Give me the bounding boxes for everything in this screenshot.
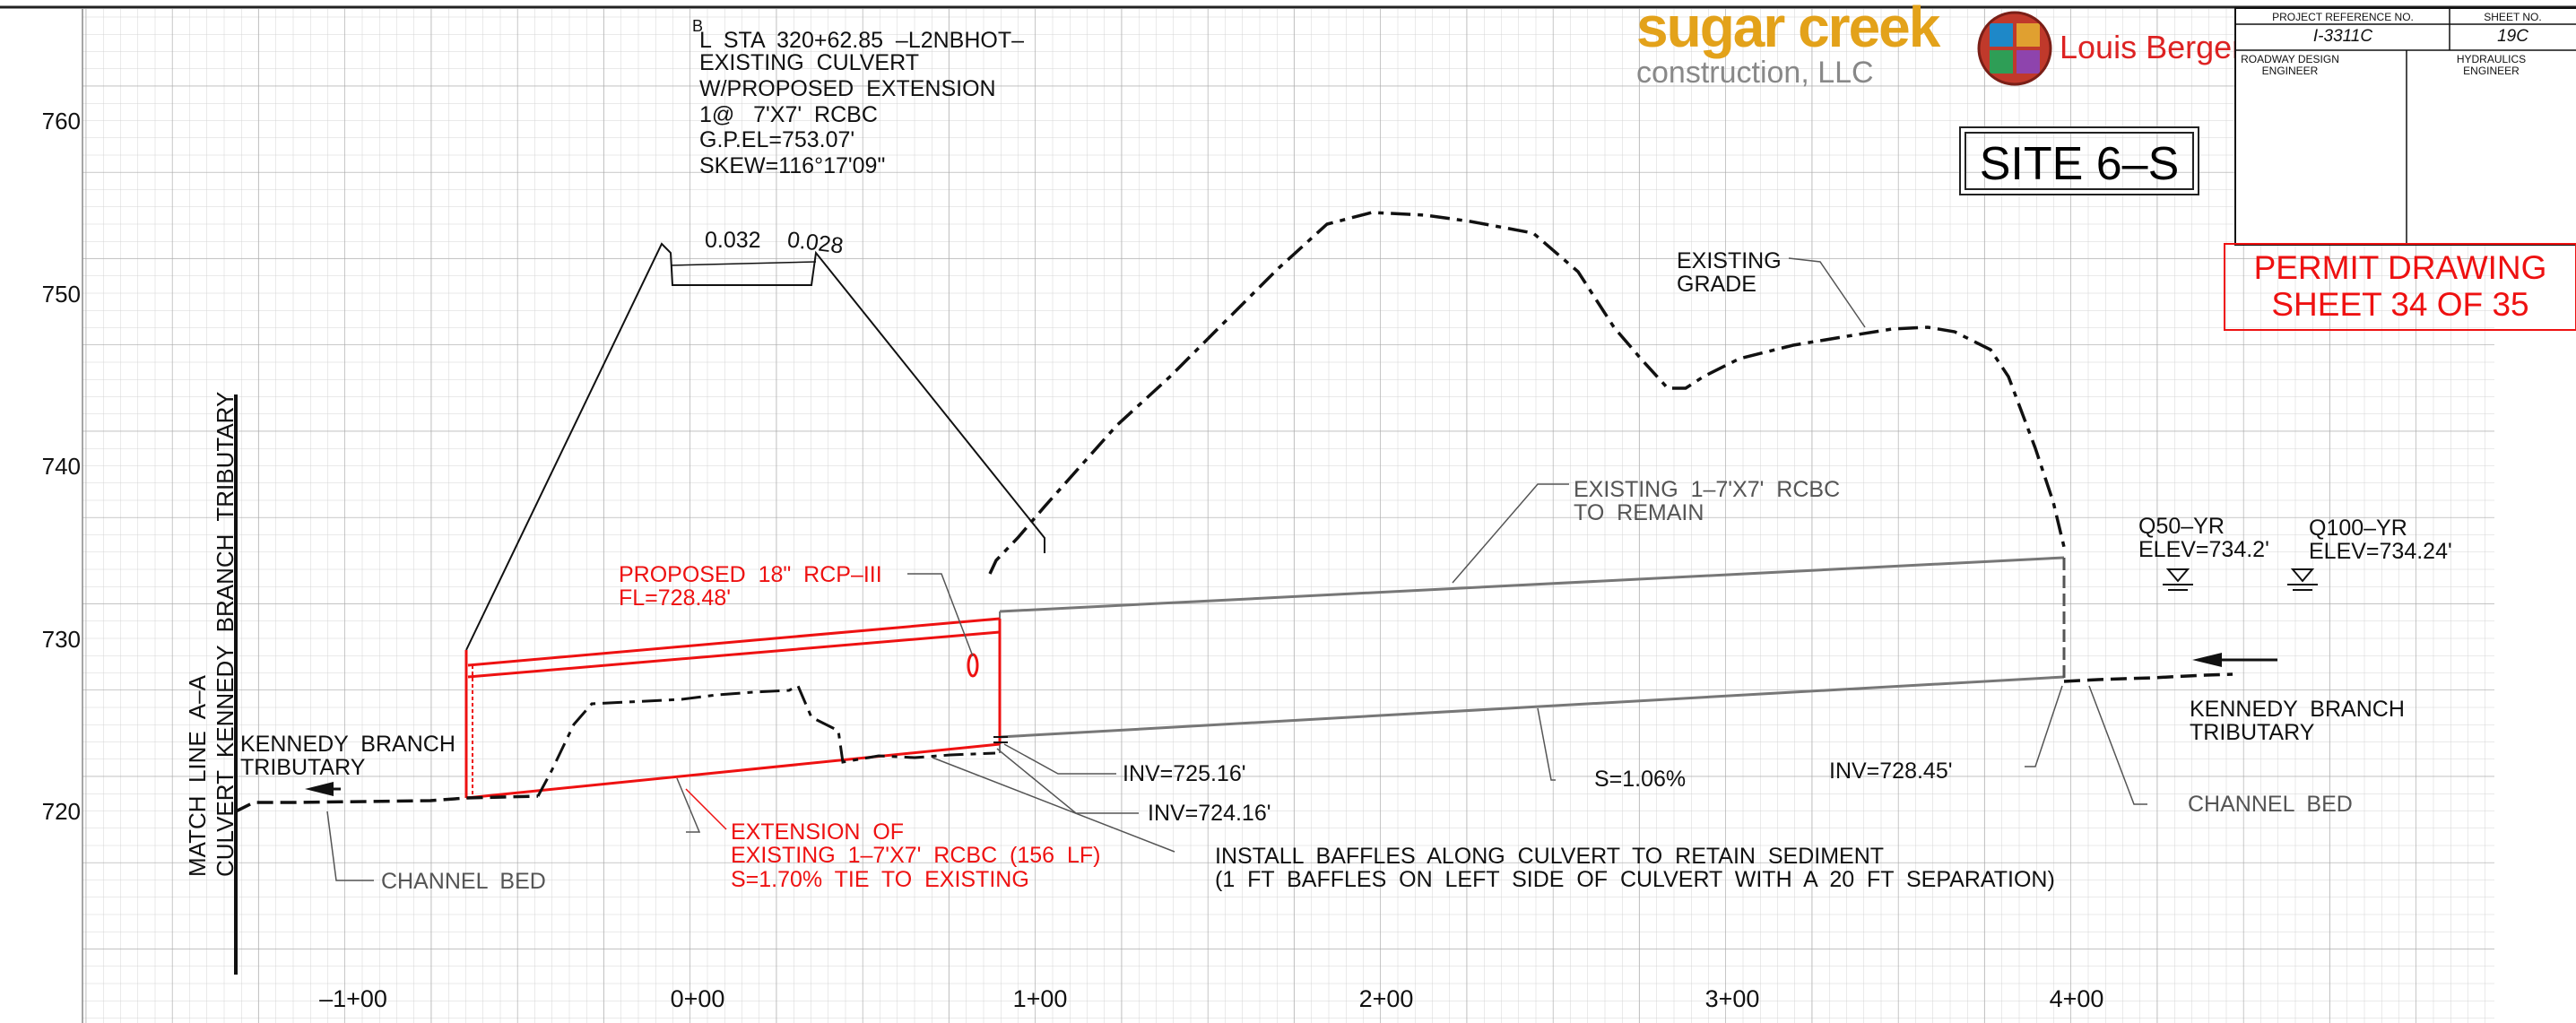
sheet-no-value: 19C: [2497, 27, 2528, 46]
station-label-1: 1+00: [1012, 985, 1068, 1012]
q100-water-symbol: [2287, 568, 2318, 591]
grid-major: [82, 9, 2494, 1023]
inv-lower-label: INV=724.16': [1148, 801, 1271, 826]
project-reference-label: PROJECT REFERENCE NO.: [2272, 11, 2414, 23]
extension-top-line: [467, 617, 1001, 667]
existing-rcbc-label: EXISTING 1–7'X7' RCBC TO REMAIN: [1574, 477, 1841, 526]
q100-label: Q100–YR ELEV=734.24': [2309, 516, 2452, 565]
extension-invert: [465, 742, 1001, 800]
sugar-creek-logo: sugar creek construction, LLC: [1636, 0, 1959, 88]
channel-bed-left: [235, 794, 539, 813]
station-label-minus-1: –1+00: [319, 985, 387, 1012]
channel-bed-right-label: CHANNEL BED: [2188, 792, 2353, 817]
slope-left: 0.032: [705, 228, 761, 253]
louis-berger-globe-icon: [1977, 11, 2052, 86]
flow-arrow-right: [2192, 653, 2222, 667]
baffles-note: INSTALL BAFFLES ALONG CULVERT TO RETAIN …: [1215, 844, 2055, 893]
extension-top-line-inner: [467, 630, 1001, 679]
elevation-label-730: 730: [41, 626, 81, 653]
existing-grade-label: EXISTING GRADE: [1677, 248, 1782, 298]
proposed-rcp-label: PROPOSED 18" RCP–III FL=728.48': [619, 562, 882, 611]
channel-bed-left-label: CHANNEL BED: [381, 869, 546, 894]
extension-leader: [685, 788, 727, 830]
sugar-creek-wordmark: sugar creek: [1636, 0, 1940, 59]
flow-arrow-left: [305, 782, 334, 796]
permit-drawing-box: PERMIT DRAWING SHEET 34 OF 35: [2224, 243, 2576, 331]
station-mark: B: [692, 17, 704, 35]
inv-marker: [993, 736, 1008, 743]
kennedy-left-label: KENNEDY BRANCH TRIBUTARY: [240, 732, 455, 781]
sugar-creek-subtitle: construction, LLC: [1636, 56, 1874, 90]
station-label-0: 0+00: [670, 985, 725, 1012]
inv-outlet-label: INV=728.45': [1829, 759, 1953, 784]
station-label-3: 3+00: [1704, 985, 1760, 1012]
project-reference-value: I-3311C: [2312, 27, 2373, 46]
title-block-lines: [2236, 9, 2576, 244]
elevation-label-760: 760: [41, 108, 81, 134]
louis-berger-wordmark: Louis Berger: [2060, 29, 2243, 65]
site-label-box: SITE 6–S: [1959, 126, 2199, 195]
station-label-4: 4+00: [2049, 985, 2104, 1012]
station-note-details: EXISTING CULVERT W/PROPOSED EXTENSION 1@…: [699, 50, 996, 178]
permit-line-2: SHEET 34 OF 35: [2271, 285, 2529, 323]
station-label-2: 2+00: [1358, 985, 1414, 1012]
roadway-engineer-label: ROADWAY DESIGN ENGINEER: [2241, 53, 2339, 78]
permit-line-1: PERMIT DRAWING: [2253, 249, 2547, 286]
channel-bed-right: [2063, 672, 2233, 683]
leader-lines: [326, 257, 2147, 881]
elevation-label-720: 720: [41, 798, 81, 825]
existing-culvert-top: [999, 556, 2065, 613]
existing-culvert-invert: [999, 675, 2065, 739]
hydraulics-engineer-label: HYDRAULICS ENGINEER: [2456, 53, 2527, 78]
station-note-station: L STA 320+62.85 –L2NBHOT–: [699, 28, 1025, 53]
roadway-crown: [670, 261, 817, 266]
q50-label: Q50–YR ELEV=734.2': [2138, 514, 2269, 563]
kennedy-right-label: KENNEDY BRANCH TRIBUTARY: [2190, 697, 2405, 746]
title-block: PROJECT REFERENCE NO. SHEET NO. I-3311C …: [2234, 7, 2576, 246]
inv-upper-label: INV=725.16': [1123, 761, 1246, 786]
sheet-no-label: SHEET NO.: [2484, 11, 2542, 23]
sediment-profile: [536, 683, 996, 797]
existing-grade-line: [988, 211, 2066, 575]
slope-existing-label: S=1.06%: [1594, 767, 1687, 792]
q50-water-symbol: [2163, 568, 2193, 591]
site-label: SITE 6–S: [1979, 138, 2180, 190]
elevation-label-750: 750: [41, 281, 81, 308]
match-line-label: MATCH LINE A–A CULVERT KENNEDY BRANCH TR…: [184, 391, 239, 877]
elevation-label-740: 740: [41, 453, 81, 480]
roadway-section: [465, 242, 1045, 651]
extension-label: EXTENSION OF EXISTING 1–7'X7' RCBC (156 …: [731, 819, 1101, 892]
